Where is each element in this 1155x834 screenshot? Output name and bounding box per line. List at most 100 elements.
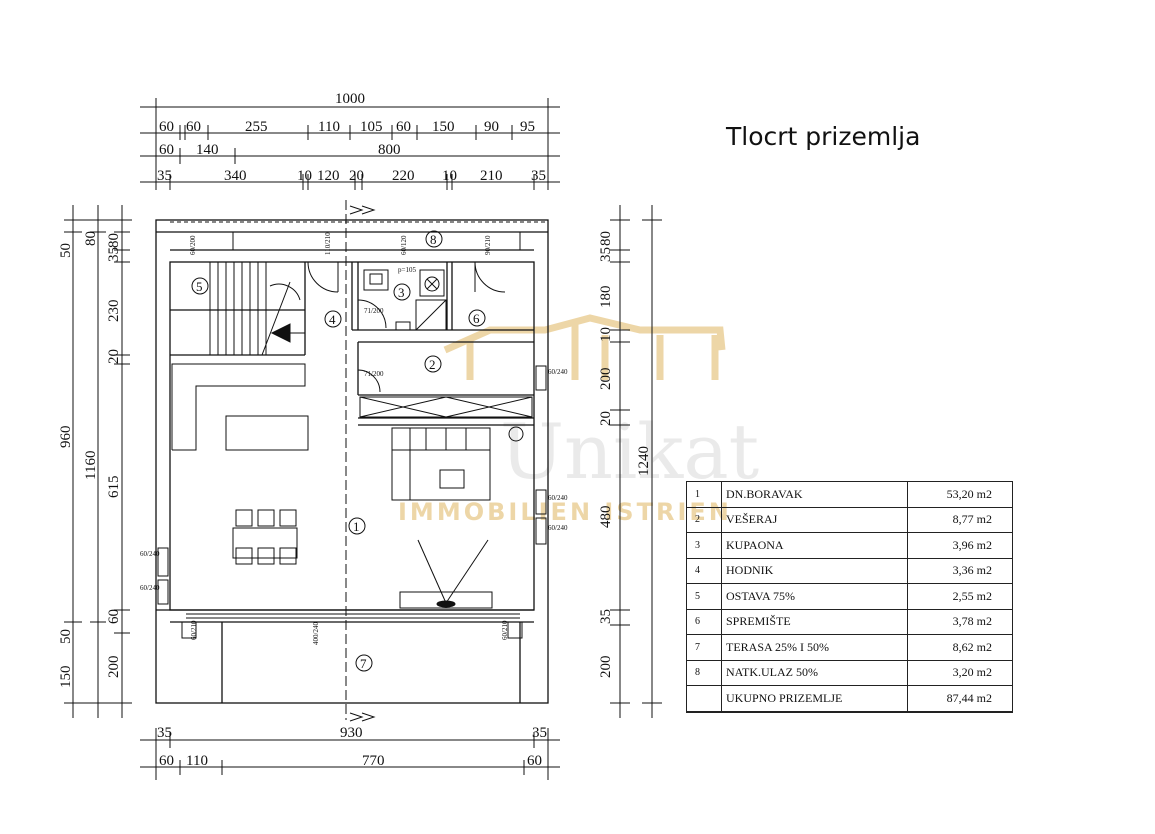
dim-label: 20 — [598, 411, 614, 426]
dim-label: 35 — [106, 247, 122, 262]
room-no-cell: 5 — [686, 583, 722, 610]
walls — [155, 219, 549, 704]
room-name-cell: NATK.ULAZ 50% — [721, 659, 908, 686]
opening-label: 60/210 — [190, 620, 198, 640]
dim-label: 20 — [106, 349, 122, 364]
dining-table — [232, 509, 298, 565]
staircase — [209, 262, 305, 356]
dim-label: 615 — [106, 476, 122, 499]
opening-label: 60/240 — [548, 494, 568, 502]
dim-label: 60 — [159, 753, 174, 769]
top-dimension-labels: 1000 60 60 255 110 105 60 150 90 95 60 1… — [157, 91, 546, 184]
dim-label: 200 — [598, 368, 614, 391]
top-dimension-lines — [140, 98, 560, 190]
room-number: 6 — [473, 311, 480, 326]
dim-label: 110 — [318, 119, 340, 135]
room-name-cell: OSTAVA 75% — [721, 583, 908, 610]
dim-label: 50 — [58, 629, 74, 644]
covered-entrance — [170, 221, 545, 250]
bathroom-fixtures — [363, 269, 447, 331]
room-area-cell: 3,36 m2 — [907, 557, 1013, 584]
dim-label: 340 — [224, 168, 247, 184]
room-area-cell: 3,20 m2 — [907, 659, 1013, 686]
room-name-cell: TERASA 25% I 50% — [721, 634, 908, 661]
dim-label: 10 — [442, 168, 457, 184]
opening-label: 71/200 — [364, 307, 384, 315]
right-dimension-labels: 80 35 180 10 200 20 480 35 200 1240 — [598, 231, 652, 678]
dim-top-total: 1000 — [335, 91, 365, 107]
dim-label: 80 — [106, 233, 122, 248]
room-number: 1 — [353, 519, 360, 534]
dim-label: 60 — [527, 753, 542, 769]
dim-label: 770 — [362, 753, 385, 769]
dim-label: 35 — [598, 609, 614, 624]
room-number: 5 — [196, 279, 203, 294]
dim-label: 60 — [106, 609, 122, 624]
dim-label: 230 — [106, 300, 122, 323]
room-no-cell: 6 — [686, 608, 722, 635]
room-markers — [191, 230, 486, 672]
doors — [307, 261, 506, 393]
room-marker-numbers: 1 2 3 4 5 6 7 8 — [196, 232, 480, 671]
dim-label: 60 — [159, 119, 174, 135]
dim-label: 10 — [297, 168, 312, 184]
dim-label: 10 — [598, 327, 614, 342]
room-area-cell: 8,62 m2 — [907, 634, 1013, 661]
room-marker-2 — [424, 355, 442, 373]
room-no-cell: 7 — [686, 634, 722, 661]
room-no-cell: 3 — [686, 532, 722, 559]
opening-label: 60/120 — [400, 235, 408, 255]
opening-label: 71/200 — [364, 370, 384, 378]
room-marker-1 — [348, 517, 366, 535]
room-number: 2 — [429, 357, 436, 372]
room-area-cell: 8,77 m2 — [907, 506, 1013, 533]
dim-label: 35 — [531, 168, 546, 184]
dim-label: 20 — [349, 168, 364, 184]
dim-label: 800 — [378, 142, 401, 158]
door-label: p=105 — [398, 266, 416, 274]
dim-label: 35 — [598, 247, 614, 262]
dim-label: 930 — [340, 725, 363, 741]
page-title: Tlocrt prizemlja — [726, 122, 921, 151]
opening-label: 400/240 — [312, 622, 320, 645]
total-empty-cell — [686, 685, 722, 713]
opening-labels: 60/200 110/210 60/120 90/210 71/200 71/2… — [140, 232, 568, 645]
windows — [157, 365, 547, 639]
tv-unit — [399, 539, 493, 609]
opening-label: 60/240 — [140, 584, 160, 592]
dim-label: 35 — [157, 168, 172, 184]
opening-label: 60/240 — [140, 550, 160, 558]
opening-label: 60/240 — [548, 524, 568, 532]
dim-label: 200 — [598, 656, 614, 679]
room-area-cell: 3,78 m2 — [907, 608, 1013, 635]
room-number: 8 — [430, 232, 437, 247]
opening-label: 110/210 — [324, 232, 332, 255]
sofa — [391, 426, 524, 501]
room-marker-6 — [468, 309, 486, 327]
room-area-cell: 3,96 m2 — [907, 532, 1013, 559]
opening-label: 60/240 — [548, 368, 568, 376]
dim-label: 60 — [159, 142, 174, 158]
room-number: 4 — [329, 312, 336, 327]
room-no-cell: 1 — [686, 481, 722, 508]
right-dimension-lines — [610, 205, 662, 718]
watermark-house-logo — [443, 314, 726, 380]
dim-label: 255 — [245, 119, 268, 135]
bottom-dimension-labels: 35 930 35 60 110 770 60 — [157, 725, 547, 769]
dim-label: 95 — [520, 119, 535, 135]
dim-label: 210 — [480, 168, 503, 184]
bottom-dimension-lines — [140, 728, 560, 780]
room-marker-4 — [324, 310, 342, 328]
room-no-cell: 4 — [686, 557, 722, 584]
dim-right-total: 1240 — [636, 446, 652, 476]
room-marker-3 — [393, 283, 411, 301]
left-dimension-labels: 50 1160 150 80 960 50 80 35 230 20 615 6… — [58, 231, 122, 688]
room-marker-5 — [191, 277, 209, 295]
dim-label: 480 — [598, 506, 614, 529]
dim-label: 140 — [196, 142, 219, 158]
